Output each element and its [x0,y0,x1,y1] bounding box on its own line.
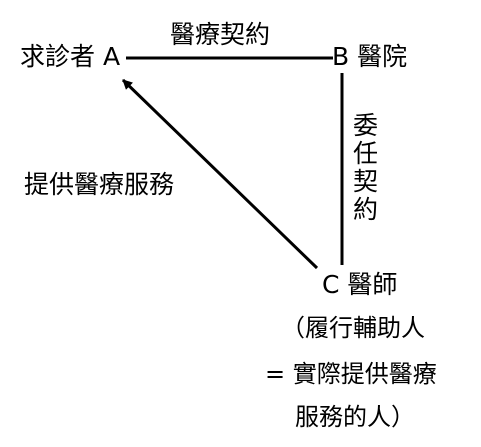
edge-label-mandate-contract: 委 任 契 約 [353,112,378,224]
edge-label-provide-medical-service: 提供醫療服務 [24,170,175,199]
mandate-char: 委 [353,111,379,140]
node-hospital-b: B 醫院 [332,42,408,71]
arrow-c-to-a [121,78,319,270]
node-doctor-c: C 醫師 [322,270,398,299]
mandate-char: 任 [353,139,379,168]
mandate-char: 約 [353,195,379,224]
edge-label-medical-contract: 醫療契約 [170,20,271,49]
mandate-char: 契 [353,167,379,196]
note-line: = 實際提供醫療 [265,360,437,388]
node-patient-a: 求診者 A [20,42,121,71]
note-line: 服務的人） [295,403,415,431]
note-line: （履行輔助人 [281,314,425,342]
